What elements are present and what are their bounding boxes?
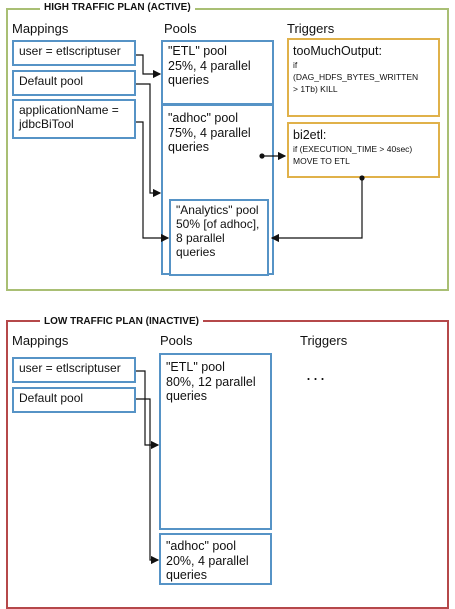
arrow-low-default-to-adhoc <box>136 398 160 565</box>
low-mapping-user-etlscriptuser: user = etlscriptuser <box>12 357 136 383</box>
analytics-pool-box: "Analytics" pool 50% [of adhoc], 8 paral… <box>169 199 269 276</box>
arrow-low-user-to-etl <box>136 370 160 450</box>
high-triggers-header: Triggers <box>287 21 335 36</box>
dot-etl-trigger-origin <box>259 153 265 159</box>
low-mapping-default-pool: Default pool <box>12 387 136 413</box>
trigger-too-much-output-condition: if (DAG_HDFS_BYTES_WRITTEN > 1Tb) KILL <box>293 60 419 94</box>
high-traffic-plan-frame <box>6 8 449 291</box>
mapping-application-name: applicationName = jdbcBiTool <box>12 99 136 139</box>
low-etl-pool-box: "ETL" pool 80%, 12 parallel queries <box>159 353 272 530</box>
trigger-bi2etl: bi2etl: if (EXECUTION_TIME > 40sec) MOVE… <box>287 122 440 178</box>
mapping-default-pool: Default pool <box>12 70 136 96</box>
high-pools-header: Pools <box>164 21 197 36</box>
low-plan-title: LOW TRAFFIC PLAN (INACTIVE) <box>40 316 203 328</box>
high-mappings-header: Mappings <box>12 21 69 36</box>
arrow-app-to-analytics <box>136 121 170 243</box>
arrow-bi2etl-to-analytics <box>270 178 363 243</box>
low-mappings-header: Mappings <box>12 333 69 348</box>
low-adhoc-pool-box: "adhoc" pool 20%, 4 parallel queries <box>159 533 272 585</box>
trigger-bi2etl-condition: if (EXECUTION_TIME > 40sec) MOVE TO ETL <box>293 144 413 166</box>
arrow-default-to-adhoc <box>136 83 162 198</box>
low-triggers-placeholder: ... <box>306 364 328 384</box>
adhoc-pool-box: "adhoc" pool 75%, 4 parallel queries <box>161 104 274 194</box>
trigger-too-much-output: tooMuchOutput: if (DAG_HDFS_BYTES_WRITTE… <box>287 38 440 117</box>
trigger-too-much-output-name: tooMuchOutput: <box>293 44 382 58</box>
low-traffic-plan-frame <box>6 320 449 609</box>
mapping-user-etlscriptuser: user = etlscriptuser <box>12 40 136 66</box>
arrow-user-to-etl <box>136 54 162 79</box>
dot-bi2etl-origin <box>359 175 365 181</box>
low-triggers-header: Triggers <box>300 333 348 348</box>
low-pools-header: Pools <box>160 333 193 348</box>
trigger-bi2etl-name: bi2etl: <box>293 128 327 142</box>
high-plan-title: HIGH TRAFFIC PLAN (ACTIVE) <box>40 2 195 14</box>
